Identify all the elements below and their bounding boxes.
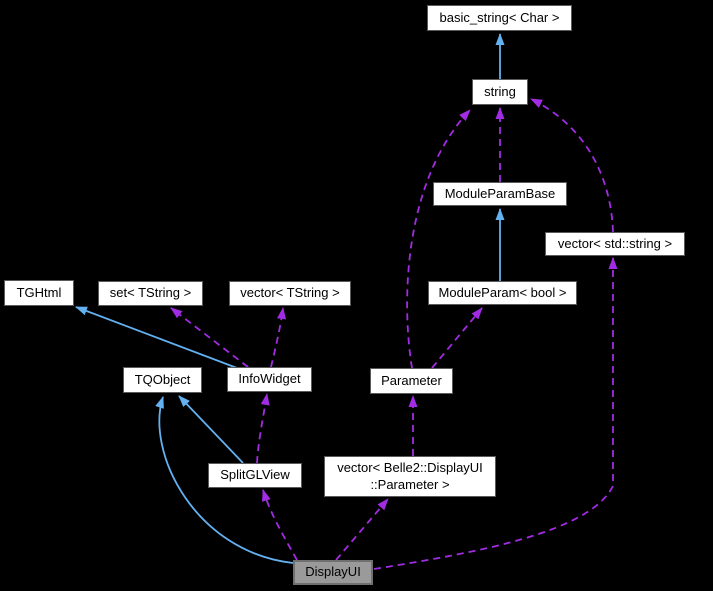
node-string[interactable]: string bbox=[472, 79, 528, 105]
edge-infowidget-to-settstring bbox=[170, 307, 249, 368]
node-vector-tstring[interactable]: vector< TString > bbox=[229, 281, 351, 306]
edge-displayui-to-tqobject bbox=[155, 396, 294, 564]
edge-parameter-to-moduleparambool bbox=[431, 307, 483, 369]
edge-displayui-to-splitglview bbox=[262, 489, 298, 561]
edge-splitglview-to-infowidget bbox=[256, 393, 270, 464]
node-vector-std-string[interactable]: vector< std::string > bbox=[545, 232, 685, 256]
node-moduleparambase[interactable]: ModuleParamBase bbox=[433, 182, 567, 206]
edge-infowidget-to-vectortstring bbox=[270, 307, 286, 368]
node-parameter[interactable]: Parameter bbox=[370, 368, 453, 394]
node-moduleparam-bool[interactable]: ModuleParam< bool > bbox=[428, 281, 577, 305]
edge-displayui-to-vectorparameter bbox=[335, 498, 389, 561]
edge-vectorstdstring-to-string bbox=[530, 98, 614, 233]
edge-splitglview-to-tqobject bbox=[178, 395, 244, 464]
node-vector-belle2-displayui-parameter[interactable]: vector< Belle2::DisplayUI ::Parameter > bbox=[324, 456, 496, 497]
node-basic-string[interactable]: basic_string< Char > bbox=[427, 5, 572, 31]
edge-displayui-to-vectorstdstring bbox=[373, 257, 618, 570]
node-infowidget[interactable]: InfoWidget bbox=[227, 367, 312, 392]
node-splitglview[interactable]: SplitGLView bbox=[208, 463, 302, 488]
node-tqobject[interactable]: TQObject bbox=[123, 367, 202, 393]
node-displayui-current: DisplayUI bbox=[293, 560, 373, 585]
node-set-tstring[interactable]: set< TString > bbox=[98, 281, 203, 306]
node-tghtml[interactable]: TGHtml bbox=[4, 280, 74, 306]
edge-infowidget-to-tghtml bbox=[75, 306, 238, 369]
edge-parameter-to-string bbox=[406, 109, 471, 369]
